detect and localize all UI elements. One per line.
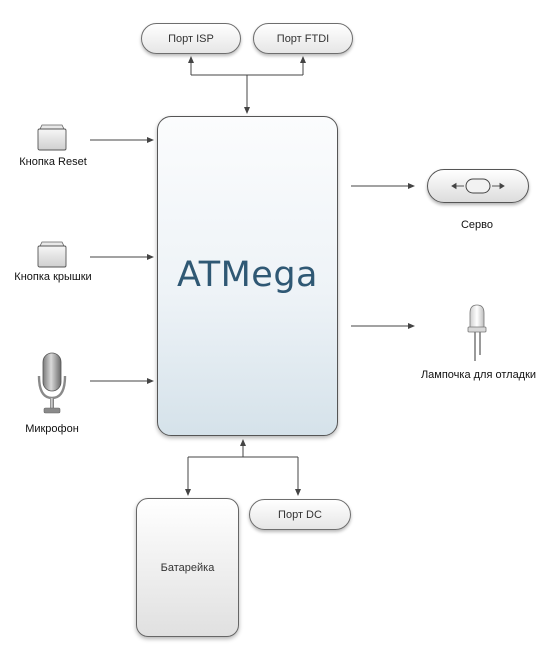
atmega-label: ATMega — [176, 255, 318, 295]
push-button-icon — [37, 241, 67, 268]
isp-port-node: Порт ISP — [141, 23, 241, 54]
servo-glyph — [451, 178, 505, 194]
dc-port-node: Порт DC — [249, 499, 351, 530]
lamp-caption: Лампочка для отладки — [420, 369, 537, 381]
isp-port-label: Порт ISP — [168, 32, 214, 45]
ftdi-port-label: Порт FTDI — [276, 32, 330, 45]
battery-label: Батарейка — [160, 561, 215, 574]
battery-node: Батарейка — [136, 498, 239, 637]
atmega-chip: ATMega — [157, 116, 338, 436]
push-button-icon — [37, 124, 67, 151]
lid-caption: Кнопка крышки — [14, 271, 92, 283]
ftdi-port-node: Порт FTDI — [253, 23, 353, 54]
reset-caption: Кнопка Reset — [19, 156, 87, 168]
mic-caption: Микрофон — [25, 423, 79, 435]
servo-icon — [427, 169, 529, 203]
led-icon — [467, 304, 487, 361]
dc-port-label: Порт DC — [278, 508, 322, 521]
microphone-icon — [37, 352, 67, 414]
servo-caption: Серво — [460, 219, 494, 231]
